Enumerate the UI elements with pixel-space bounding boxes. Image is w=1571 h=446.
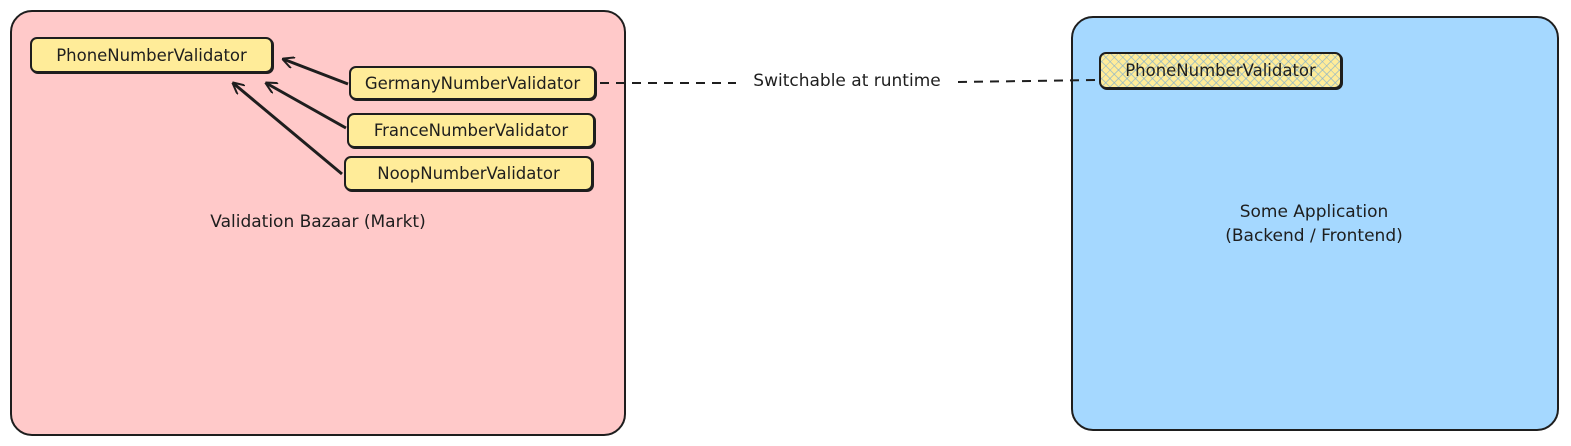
phone-number-validator-interface-box: PhoneNumberValidator — [30, 37, 273, 73]
france-number-validator-box: FranceNumberValidator — [347, 113, 595, 148]
validation-bazaar-label: Validation Bazaar (Markt) — [210, 212, 426, 232]
germany-number-validator-box: GermanyNumberValidator — [349, 66, 596, 100]
app-phone-number-validator-box: PhoneNumberValidator — [1099, 52, 1342, 89]
some-application-title: Some Application — [1239, 202, 1389, 222]
some-application-label: Some Application (Backend / Frontend) — [1164, 200, 1464, 248]
switchable-at-runtime-label: Switchable at runtime — [736, 69, 958, 93]
some-application-subtitle: (Backend / Frontend) — [1225, 226, 1403, 246]
noop-number-validator-box: NoopNumberValidator — [344, 156, 593, 191]
